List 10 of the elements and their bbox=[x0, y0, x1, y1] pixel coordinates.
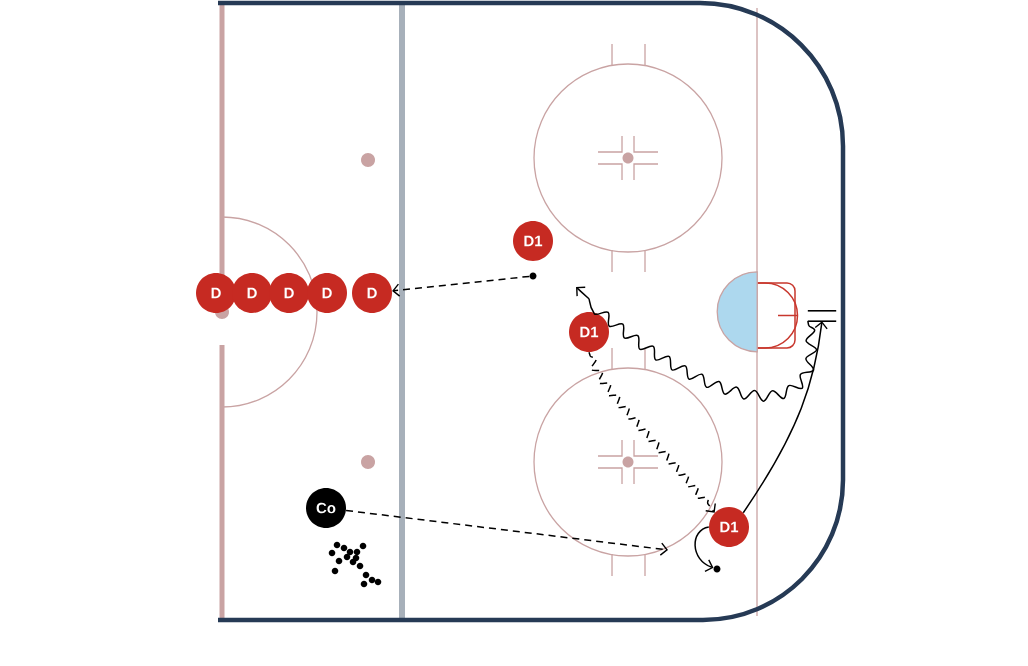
puck-carry-path bbox=[576, 286, 818, 402]
stop-mark bbox=[807, 310, 837, 322]
pass-arrow bbox=[392, 275, 531, 297]
skate-arrow bbox=[694, 526, 714, 572]
goal-crease bbox=[716, 271, 758, 353]
puck bbox=[713, 565, 721, 573]
skate-arrow bbox=[742, 321, 828, 514]
puck-carry-path bbox=[588, 351, 716, 513]
pass-arrow bbox=[345, 509, 668, 556]
puck bbox=[529, 272, 537, 280]
